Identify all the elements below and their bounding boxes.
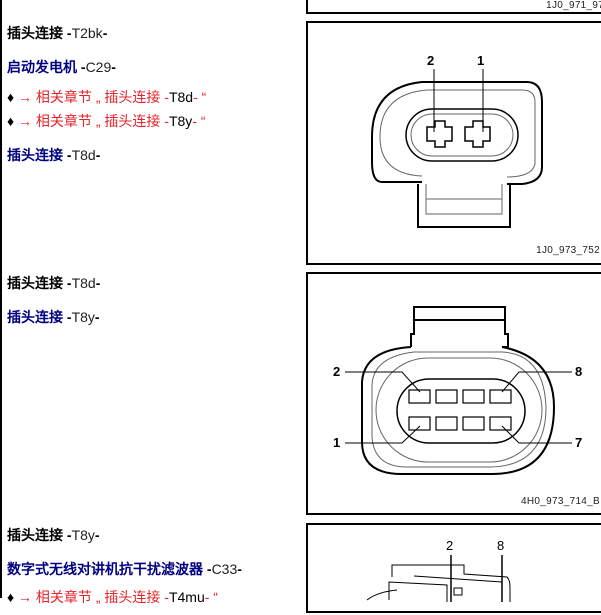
connector-figure-2pin: 2 1 1J0_973_752 [306,21,601,265]
heading-title[interactable]: 数字式无线对讲机抗干扰滤波器 [7,561,203,577]
connector-figure-top: 1J0_971_974 [306,0,601,14]
related-chapter-link[interactable]: → 相关章节 [18,589,92,605]
link-code: T8d [168,89,194,105]
connector-figure-c33: 2 8 [306,523,601,613]
pin-label: 8 [497,538,505,553]
heading-title: 插头连接 [7,527,63,543]
pin-label: 1 [477,53,485,68]
heading-code: T8d [71,147,96,163]
page-left-border [0,0,2,598]
figure-caption: 4H0_973_714_B [521,496,600,507]
heading-t8d-anchor[interactable]: 插头连接 -T8d- [7,147,101,163]
figure-caption: 1J0_971_974 [546,0,601,11]
heading-t2bk: 插头连接 -T2bk- [7,25,108,41]
pin-label: 8 [575,364,583,379]
heading-code: T8y [71,309,95,325]
pin-label: 2 [333,364,341,379]
link-title[interactable]: 插头连接 [104,89,161,105]
pin-label: 2 [446,538,454,553]
heading-title[interactable]: 插头连接 [7,309,63,325]
heading-t8y-anchor[interactable]: 插头连接 -T8y- [7,309,100,325]
related-chapter-link[interactable]: → 相关章节 [18,113,92,129]
heading-c29[interactable]: 启动发电机 -C29- [7,59,116,75]
heading-title[interactable]: 启动发电机 [7,59,77,75]
link-title[interactable]: 插头连接 [104,589,161,605]
related-chapter-link[interactable]: → 相关章节 [18,89,92,105]
heading-code: C33 [211,561,238,577]
connector-8pin-drawing [345,306,572,475]
link-code: T8y [168,113,193,129]
heading-code: C29 [85,59,112,75]
connector-c33-drawing [366,555,511,602]
heading-code: T8d [71,275,96,291]
related-link-t8d[interactable]: ♦ → 相关章节 „ 插头连接 -T8d- “ [7,89,207,105]
heading-title: 插头连接 [7,275,63,291]
heading-title[interactable]: 插头连接 [7,147,63,163]
diamond-bullet-icon: ♦ [7,589,15,605]
related-link-t8y[interactable]: ♦ → 相关章节 „ 插头连接 -T8y- “ [7,113,206,129]
heading-code: T8y [71,527,95,543]
diamond-bullet-icon: ♦ [7,89,15,105]
pin-label: 1 [333,435,341,450]
link-title[interactable]: 插头连接 [104,113,161,129]
pin-label: 7 [575,435,583,450]
heading-c33[interactable]: 数字式无线对讲机抗干扰滤波器 -C33- [7,561,242,577]
connector-2pin-drawing [371,69,543,228]
diamond-bullet-icon: ♦ [7,113,15,129]
connector-figure-8pin: 2 8 1 7 4H0_973_714_B [306,272,601,515]
heading-t8y: 插头连接 -T8y- [7,527,100,543]
heading-code: T2bk [71,25,103,41]
figure-caption: 1J0_973_752 [536,245,600,256]
heading-t8d: 插头连接 -T8d- [7,275,101,291]
heading-title: 插头连接 [7,25,63,41]
pin-label: 2 [427,53,435,68]
related-link-t4mu[interactable]: ♦ → 相关章节 „ 插头连接 -T4mu- “ [7,589,218,605]
link-code: T4mu [168,589,205,605]
